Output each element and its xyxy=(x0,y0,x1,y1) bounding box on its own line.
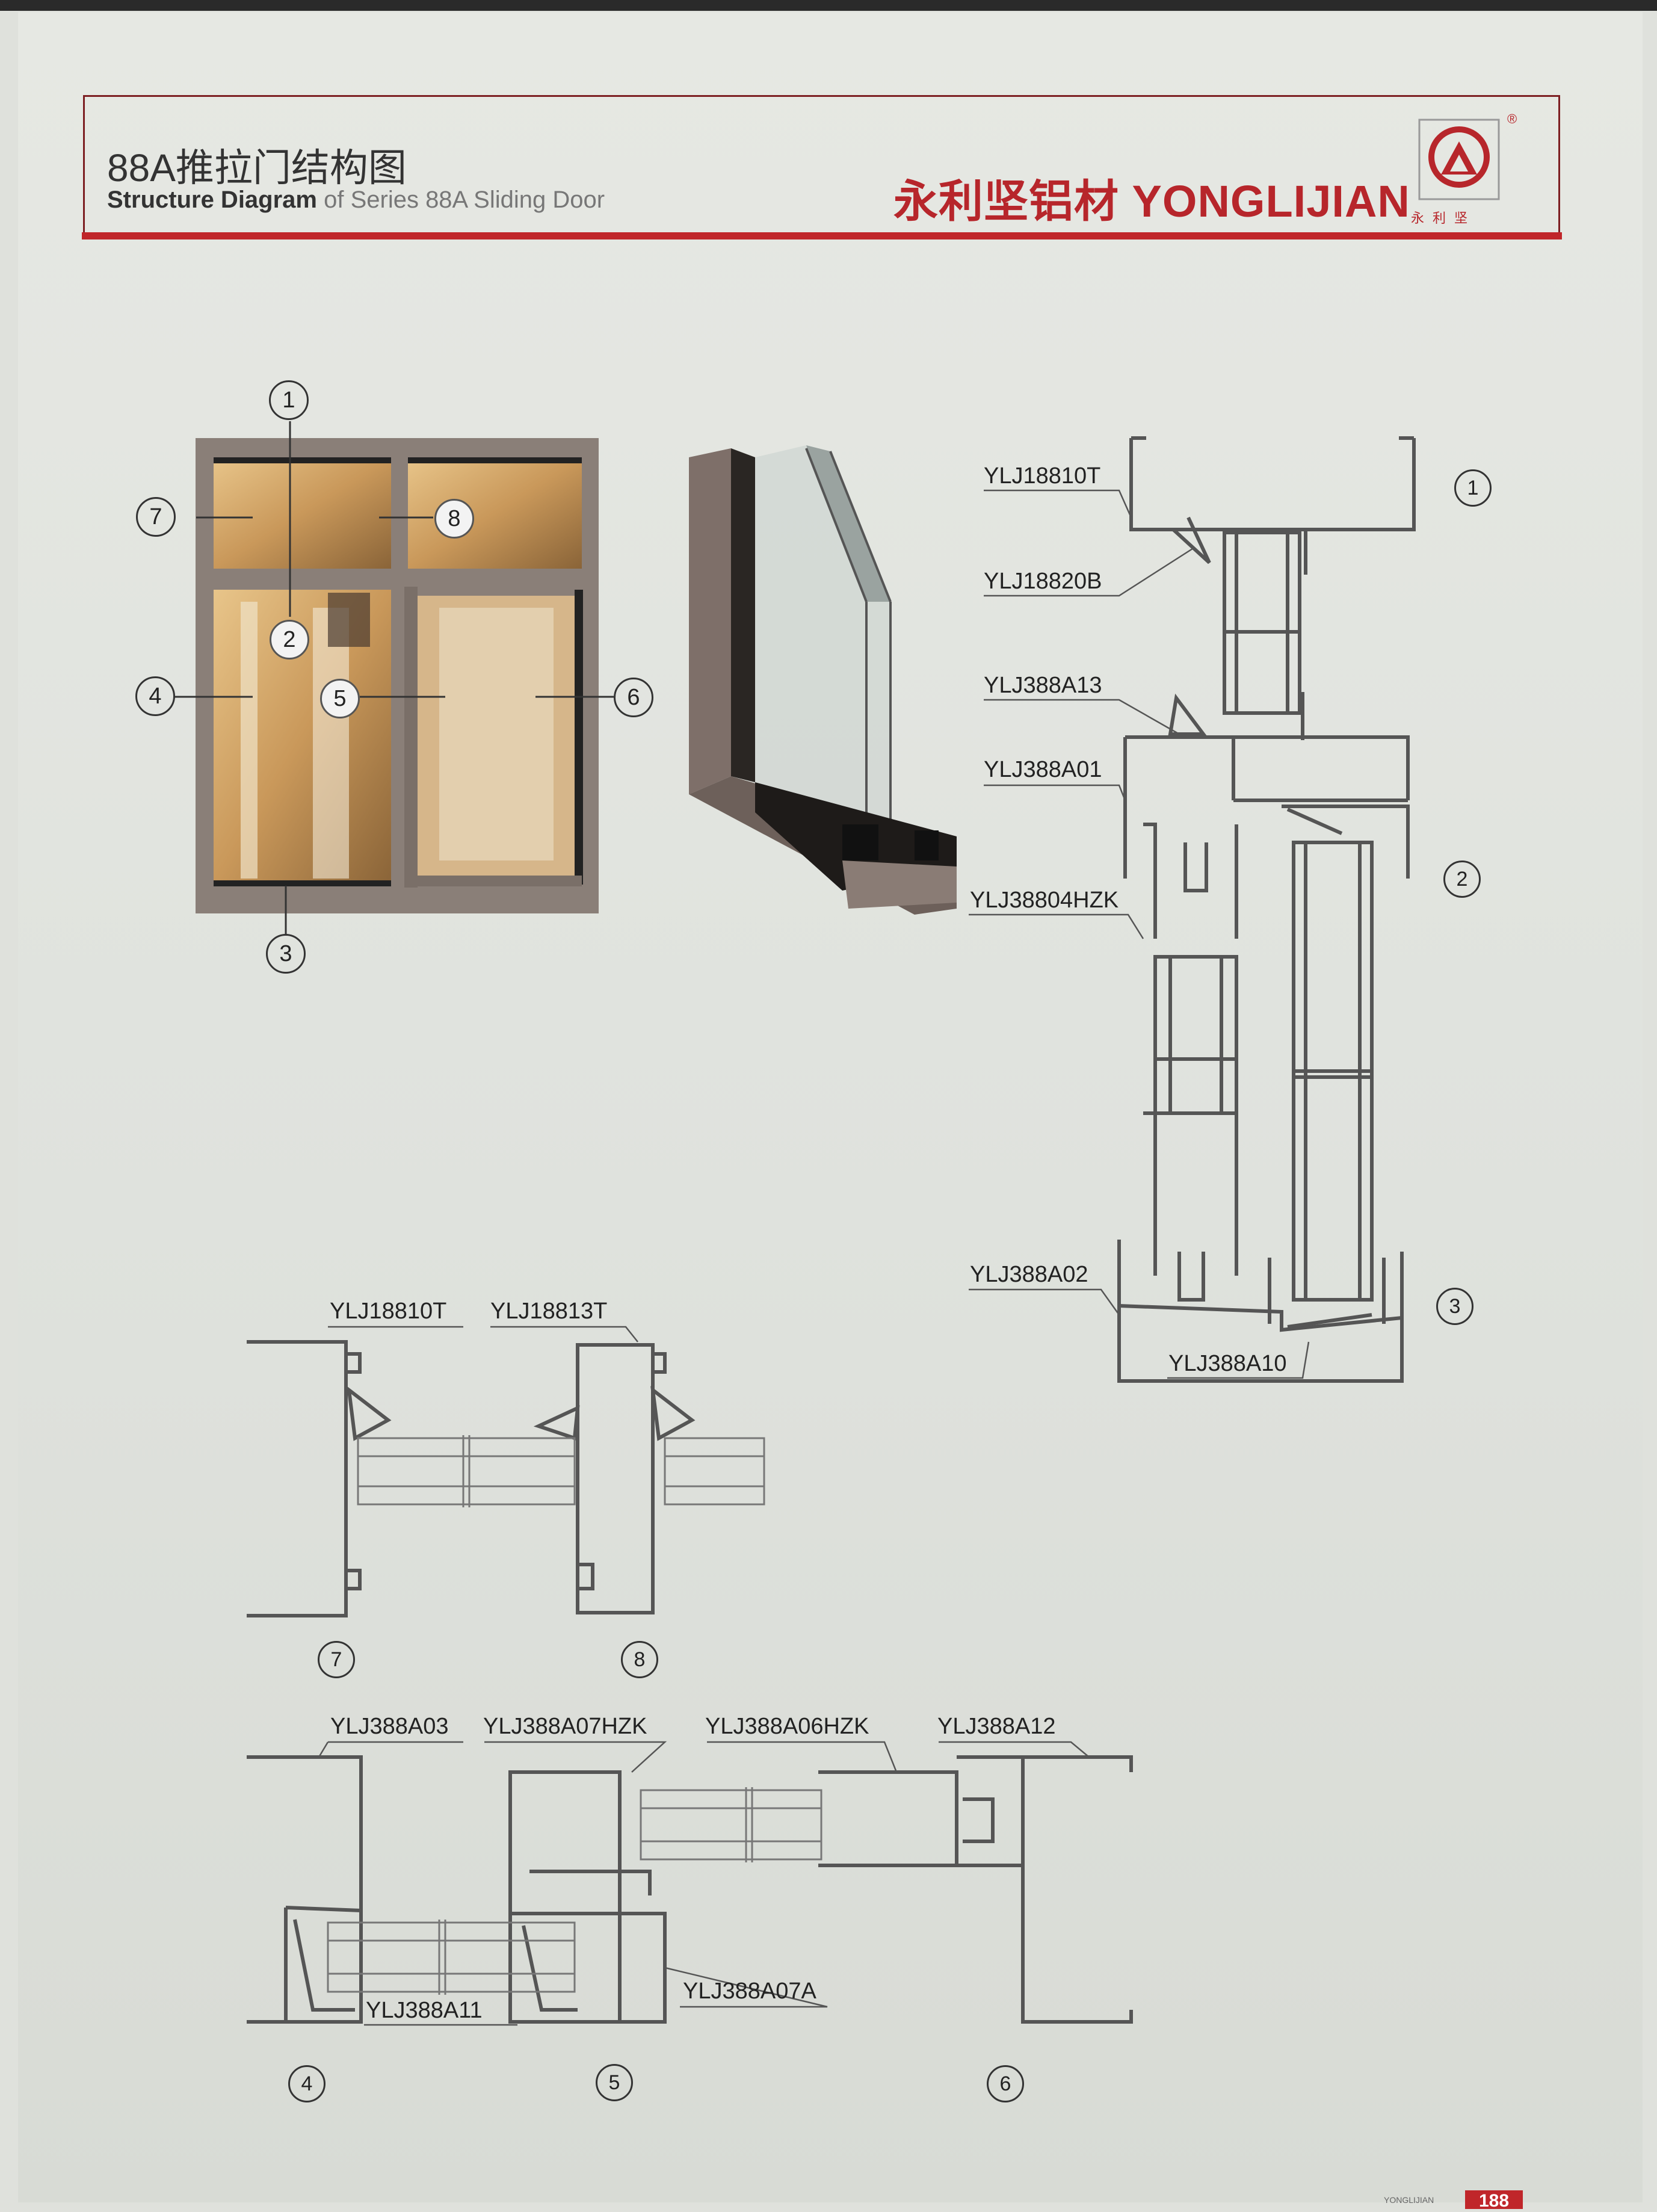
label-ylj388a11: YLJ388A11 xyxy=(366,1998,483,2023)
label-ylj388a07hzk: YLJ388A07HZK xyxy=(483,1714,647,1739)
brand-logo-caption: 永利坚 xyxy=(1411,211,1476,226)
title-chinese: 88A推拉门结构图 xyxy=(107,146,407,190)
footer-brand: YONGLIJIAN xyxy=(1384,2195,1434,2205)
callout-5: 5 xyxy=(320,679,360,718)
label-ylj388a07a: YLJ388A07A xyxy=(683,1979,816,2004)
label-ylj18820b: YLJ18820B xyxy=(984,569,1102,594)
callout-4: 4 xyxy=(135,676,175,716)
brand-name: 永利坚铝材 YONGLIJIAN xyxy=(893,176,1410,226)
section-marker-7: 7 xyxy=(318,1641,355,1678)
callout-6: 6 xyxy=(614,678,653,717)
section-marker-3: 3 xyxy=(1436,1288,1473,1325)
section-marker-2: 2 xyxy=(1443,860,1481,898)
section-marker-1: 1 xyxy=(1454,469,1492,507)
brand-logo-icon xyxy=(1418,119,1500,200)
callout-7: 7 xyxy=(136,497,176,537)
title-english-rest: of Series 88A Sliding Door xyxy=(316,187,605,213)
label-ylj388a02: YLJ388A02 xyxy=(970,1262,1088,1287)
callout-3: 3 xyxy=(266,934,306,974)
section-marker-5: 5 xyxy=(596,2064,633,2101)
label-ylj388a12: YLJ388A12 xyxy=(937,1714,1056,1739)
top-edge xyxy=(0,0,1657,11)
page-number: 188 xyxy=(1465,2190,1523,2211)
label-ylj388a03: YLJ388A03 xyxy=(330,1714,449,1739)
registered-mark: ® xyxy=(1507,111,1517,126)
header-red-rule xyxy=(82,232,1562,239)
label-ylj388a10: YLJ388A10 xyxy=(1168,1351,1287,1376)
label-ylj388a13: YLJ388A13 xyxy=(984,673,1102,698)
label-ylj38804hzk: YLJ38804HZK xyxy=(970,888,1119,913)
section-marker-4: 4 xyxy=(288,2065,326,2102)
section-marker-8: 8 xyxy=(621,1641,658,1678)
label-ylj388a06hzk: YLJ388A06HZK xyxy=(705,1714,869,1739)
callout-8: 8 xyxy=(434,499,474,539)
label-ylj18813t: YLJ18813T xyxy=(490,1299,608,1324)
label-ylj18810t-v: YLJ18810T xyxy=(984,463,1101,489)
title-english-bold: Structure Diagram xyxy=(107,187,317,213)
callout-1: 1 xyxy=(269,380,309,420)
label-ylj18810t-7: YLJ18810T xyxy=(330,1299,447,1324)
header-box xyxy=(83,95,1560,233)
title-english: Structure Diagram of Series 88A Sliding … xyxy=(107,187,605,214)
label-ylj388a01: YLJ388A01 xyxy=(984,757,1102,782)
callout-2: 2 xyxy=(270,620,309,660)
section-marker-6: 6 xyxy=(987,2065,1024,2102)
